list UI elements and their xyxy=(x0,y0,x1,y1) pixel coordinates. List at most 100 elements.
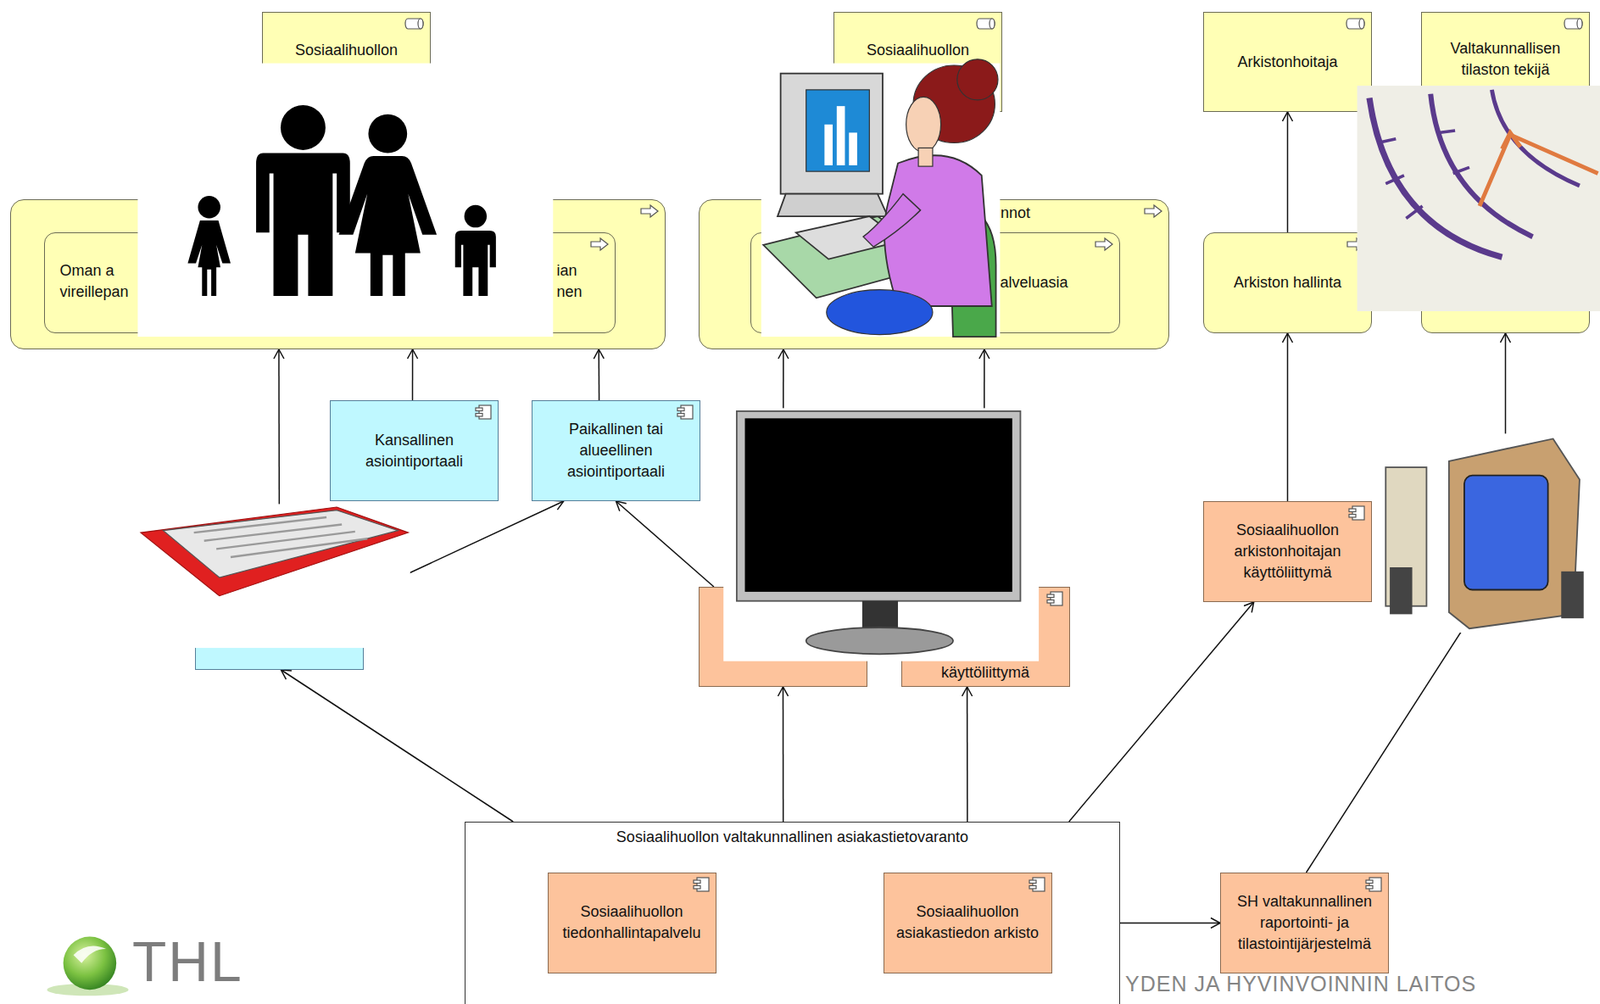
computer-clipart xyxy=(1381,433,1600,633)
connector xyxy=(966,686,969,822)
connector xyxy=(782,686,785,822)
connector xyxy=(1287,333,1289,502)
thl-logo-mark xyxy=(46,936,129,997)
organisation-name: YDEN JA HYVINVOINNIN LAITOS xyxy=(1125,971,1477,997)
node-text: Paikallinen tai alueellinen asiointiport… xyxy=(540,418,693,483)
office-worker-clipart xyxy=(806,89,870,172)
application-box: SH valtakunnallinen raportointi- ja tila… xyxy=(1220,872,1389,974)
component-icon xyxy=(1349,514,1356,519)
application-box: Sosiaalihuollon asiakastiedon arkisto xyxy=(883,872,1053,974)
office-worker-clipart xyxy=(761,63,1001,337)
component-icon xyxy=(677,407,685,412)
office-worker-clipart xyxy=(918,147,933,167)
portal-box: Kansallinen asiointiportaali xyxy=(329,400,499,502)
tablet-clipart xyxy=(137,503,410,648)
tablet-clipart xyxy=(194,517,368,558)
component-icon xyxy=(693,880,701,884)
connector xyxy=(412,349,414,401)
family-clipart xyxy=(455,230,497,296)
component-icon xyxy=(475,413,483,418)
component-icon xyxy=(677,413,685,418)
tablet-clipart xyxy=(163,510,399,578)
process-icon xyxy=(1095,238,1113,251)
proc-icon xyxy=(639,203,660,219)
family-clipart xyxy=(339,156,438,296)
role-icon xyxy=(975,16,997,32)
connector xyxy=(1306,602,1481,873)
component-icon xyxy=(693,885,701,889)
office-worker-clipart xyxy=(761,59,1001,337)
node-text: Sosiaalihuollon xyxy=(295,39,398,62)
chart-clipart xyxy=(1501,132,1521,149)
family-clipart xyxy=(137,63,553,337)
family-clipart xyxy=(197,195,220,218)
component-icon xyxy=(1365,886,1373,890)
monitor-clipart xyxy=(806,627,954,654)
node-text: Sosiaalihuollon asiakastiedon arkisto xyxy=(891,901,1044,944)
component-icon xyxy=(1349,508,1356,513)
process-box: Arkiston hallinta xyxy=(1203,232,1372,334)
component-icon xyxy=(1365,880,1373,884)
family-clipart xyxy=(367,114,407,154)
role-icon xyxy=(1346,18,1365,29)
thl-logo-mark xyxy=(73,946,107,964)
node-text: SH valtakunnallinen raportointi- ja tila… xyxy=(1228,891,1382,955)
comp-icon xyxy=(1025,876,1047,892)
connector xyxy=(1069,602,1255,822)
computer-clipart xyxy=(1560,571,1584,619)
office-worker-clipart xyxy=(826,289,933,335)
proc-icon xyxy=(1142,203,1164,219)
component-icon xyxy=(475,407,483,412)
chart-clipart xyxy=(1377,130,1470,218)
comp-icon xyxy=(690,876,711,892)
office-worker-clipart xyxy=(863,194,920,248)
node-text: Sosiaalihuollon valtakunnallinen asiakas… xyxy=(616,826,969,848)
role-icon xyxy=(418,18,424,29)
node-text: Sosiaalihuollon arkistonhoitajan käyttöl… xyxy=(1211,519,1365,584)
office-worker-clipart xyxy=(848,132,858,166)
monitor-clipart xyxy=(745,418,1013,592)
comp-icon xyxy=(472,404,493,420)
component-icon xyxy=(1029,885,1037,889)
connector xyxy=(1120,922,1221,925)
chart-clipart xyxy=(1479,134,1599,207)
node-text: Kansallinen asiointiportaali xyxy=(338,429,491,473)
proc-icon xyxy=(589,236,610,252)
node-text: Arkiston hallinta xyxy=(1233,272,1342,294)
chart-clipart xyxy=(1430,94,1533,237)
chart-clipart xyxy=(1357,85,1600,312)
tablet-clipart xyxy=(137,503,410,648)
node-text: alveluasia xyxy=(1000,272,1094,294)
node-text: ian nen xyxy=(557,260,595,303)
chart-clipart xyxy=(1357,85,1600,312)
process-icon xyxy=(641,205,658,218)
role-icon xyxy=(404,16,425,32)
thl-logo-mark xyxy=(63,936,118,991)
portal-box: Paikallinen tai alueellinen asiointiport… xyxy=(531,400,701,502)
monitor-clipart xyxy=(723,407,1039,661)
process-icon xyxy=(590,238,608,251)
tablet-clipart xyxy=(140,507,408,597)
comp-icon xyxy=(1362,876,1383,892)
role-icon xyxy=(1564,18,1583,29)
role-icon xyxy=(1563,16,1584,32)
role-icon xyxy=(405,18,424,29)
data-store-group: Sosiaalihuollon valtakunnallinen asiakas… xyxy=(464,821,1121,1004)
process-icon xyxy=(1144,205,1162,218)
comp-icon xyxy=(1345,505,1366,521)
family-clipart xyxy=(187,220,231,296)
node-text: Sosiaalihuollon xyxy=(866,39,970,62)
component-icon xyxy=(1047,600,1054,604)
connector xyxy=(616,501,714,587)
connector xyxy=(597,349,600,401)
connector xyxy=(281,669,514,822)
connector xyxy=(1287,111,1289,233)
proc-icon xyxy=(1093,236,1115,252)
application-box: Sosiaalihuollon tiedonhallintapalvelu xyxy=(547,872,717,974)
office-worker-clipart xyxy=(836,105,846,166)
monitor-clipart xyxy=(862,601,898,628)
family-clipart xyxy=(256,152,351,296)
office-worker-clipart xyxy=(824,124,833,166)
office-worker-clipart xyxy=(957,59,998,101)
